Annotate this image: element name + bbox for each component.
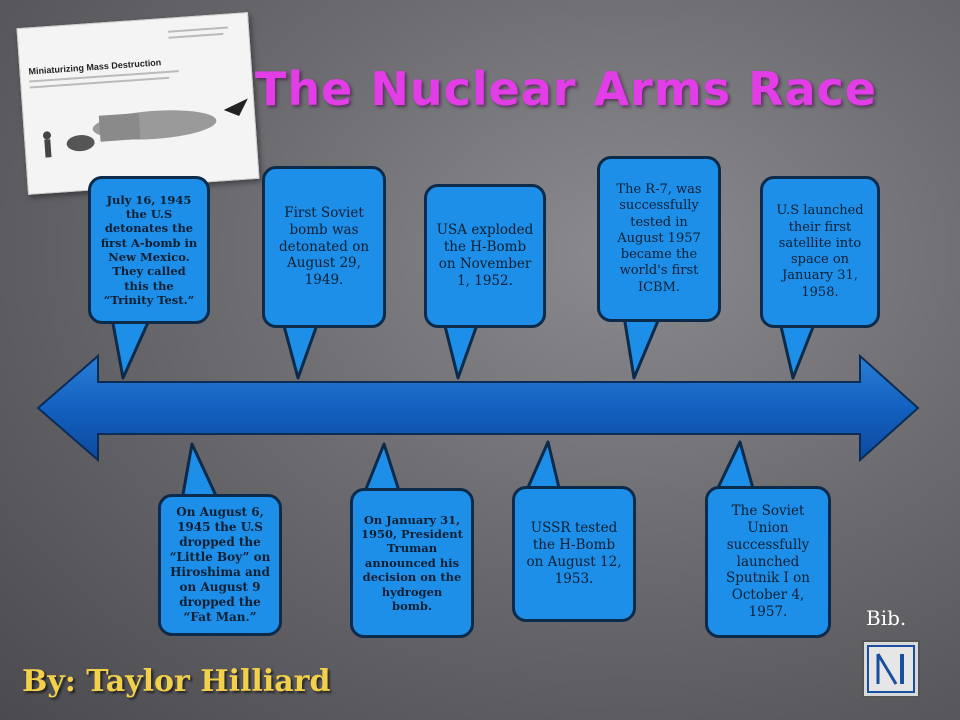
callout-tail <box>524 440 562 494</box>
double-arrow-icon <box>36 353 920 463</box>
event-ussr-h-bomb: USSR tested the H-Bomb on August 12, 195… <box>512 486 636 622</box>
end-of-show-icon <box>867 645 915 693</box>
event-us-satellite: U.S launched their first satellite into … <box>760 176 880 328</box>
event-usa-h-bomb: USA exploded the H-Bomb on November 1, 1… <box>424 184 546 328</box>
slide-title: The Nuclear Arms Race <box>255 62 878 116</box>
callout-tail <box>442 320 480 380</box>
event-text: USA exploded the H-Bomb on November 1, 1… <box>436 222 534 289</box>
event-sputnik: The Soviet Union successfully launched S… <box>705 486 831 638</box>
event-hiroshima: On August 6, 1945 the U.S dropped the “L… <box>158 494 282 636</box>
event-text: The R-7, was successfully tested in Augu… <box>616 182 702 295</box>
event-first-soviet-bomb: First Soviet bomb was detonated on Augus… <box>262 166 386 328</box>
event-text: On January 31, 1950, President Truman an… <box>361 512 463 613</box>
callout-tail <box>281 320 320 380</box>
event-text: The Soviet Union successfully launched S… <box>726 502 810 621</box>
event-text: First Soviet bomb was detonated on Augus… <box>278 204 370 289</box>
callout-tail <box>778 320 817 380</box>
event-text: USSR tested the H-Bomb on August 12, 195… <box>526 520 622 587</box>
event-text: U.S launched their first satellite into … <box>776 203 864 300</box>
event-text: On August 6, 1945 the U.S dropped the “L… <box>169 505 271 624</box>
infographic-thumbnail: Miniaturizing Mass Destruction <box>16 12 260 195</box>
event-truman-announcement: On January 31, 1950, President Truman an… <box>350 488 474 638</box>
callout-tail <box>714 440 756 494</box>
bomb-illustration <box>43 98 248 158</box>
callout-tail <box>180 442 220 502</box>
event-text: July 16, 1945 the U.S detonates the firs… <box>100 192 198 308</box>
bibliography-link[interactable]: Bib. <box>866 606 907 630</box>
callout-tail <box>622 314 662 380</box>
event-trinity-test: July 16, 1945 the U.S detonates the firs… <box>88 176 210 324</box>
author-byline: By: Taylor Hilliard <box>22 664 331 699</box>
end-show-button[interactable] <box>862 640 920 698</box>
event-r7-icbm: The R-7, was successfully tested in Augu… <box>597 156 721 322</box>
callout-tail <box>362 442 402 496</box>
callout-tail <box>110 316 152 380</box>
